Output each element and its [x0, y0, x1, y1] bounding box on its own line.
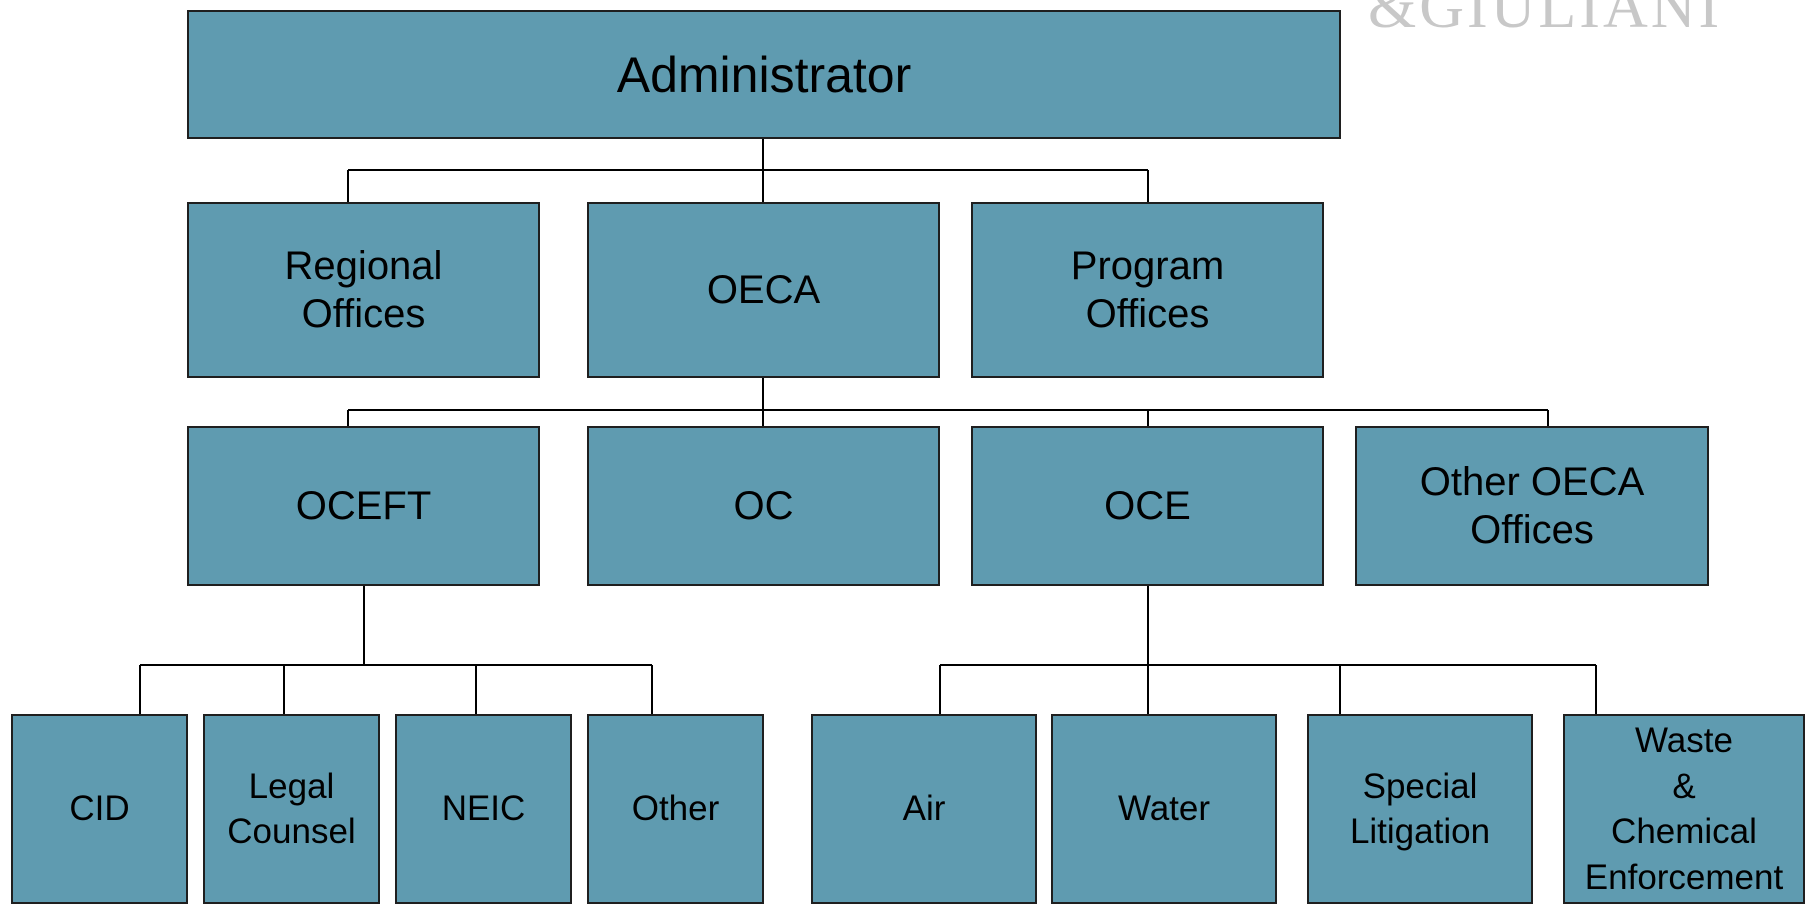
- box-program-offices-label: Program Offices: [1070, 244, 1225, 336]
- box-oeca-label: OECA: [706, 268, 821, 312]
- box-special-litigation[interactable]: Special Litigation: [1307, 714, 1533, 904]
- box-other-oeca-offices[interactable]: Other OECA Offices: [1355, 426, 1709, 586]
- box-administrator-label: Administrator: [616, 46, 912, 103]
- box-legal-counsel-label: Legal Counsel: [227, 766, 356, 852]
- box-water-label: Water: [1117, 789, 1211, 829]
- box-oceft[interactable]: OCEFT: [187, 426, 540, 586]
- box-water[interactable]: Water: [1051, 714, 1277, 904]
- box-oc-label: OC: [733, 484, 794, 528]
- box-oceft-label: OCEFT: [295, 484, 432, 528]
- box-regional-offices[interactable]: Regional Offices: [187, 202, 540, 378]
- box-oeca[interactable]: OECA: [587, 202, 940, 378]
- box-administrator[interactable]: Administrator: [187, 10, 1341, 139]
- box-oce-label: OCE: [1104, 484, 1191, 528]
- box-other[interactable]: Other: [587, 714, 764, 904]
- box-neic[interactable]: NEIC: [395, 714, 572, 904]
- box-legal-counsel[interactable]: Legal Counsel: [203, 714, 380, 904]
- box-special-litigation-label: Special Litigation: [1349, 766, 1491, 852]
- box-oc[interactable]: OC: [587, 426, 940, 586]
- box-oce[interactable]: OCE: [971, 426, 1324, 586]
- box-waste-chemical-enforcement-label: Waste & Chemical Enforcement: [1584, 721, 1784, 897]
- box-waste-chemical-enforcement[interactable]: Waste & Chemical Enforcement: [1563, 714, 1805, 904]
- box-air[interactable]: Air: [811, 714, 1037, 904]
- box-other-oeca-offices-label: Other OECA Offices: [1419, 460, 1645, 552]
- box-other-label: Other: [631, 789, 720, 829]
- box-cid-label: CID: [69, 789, 130, 829]
- box-program-offices[interactable]: Program Offices: [971, 202, 1324, 378]
- box-regional-offices-label: Regional Offices: [284, 244, 443, 336]
- brand-logo: &GIULIANI: [1368, 0, 1723, 41]
- box-cid[interactable]: CID: [11, 714, 188, 904]
- box-neic-label: NEIC: [441, 789, 526, 829]
- box-air-label: Air: [902, 789, 946, 829]
